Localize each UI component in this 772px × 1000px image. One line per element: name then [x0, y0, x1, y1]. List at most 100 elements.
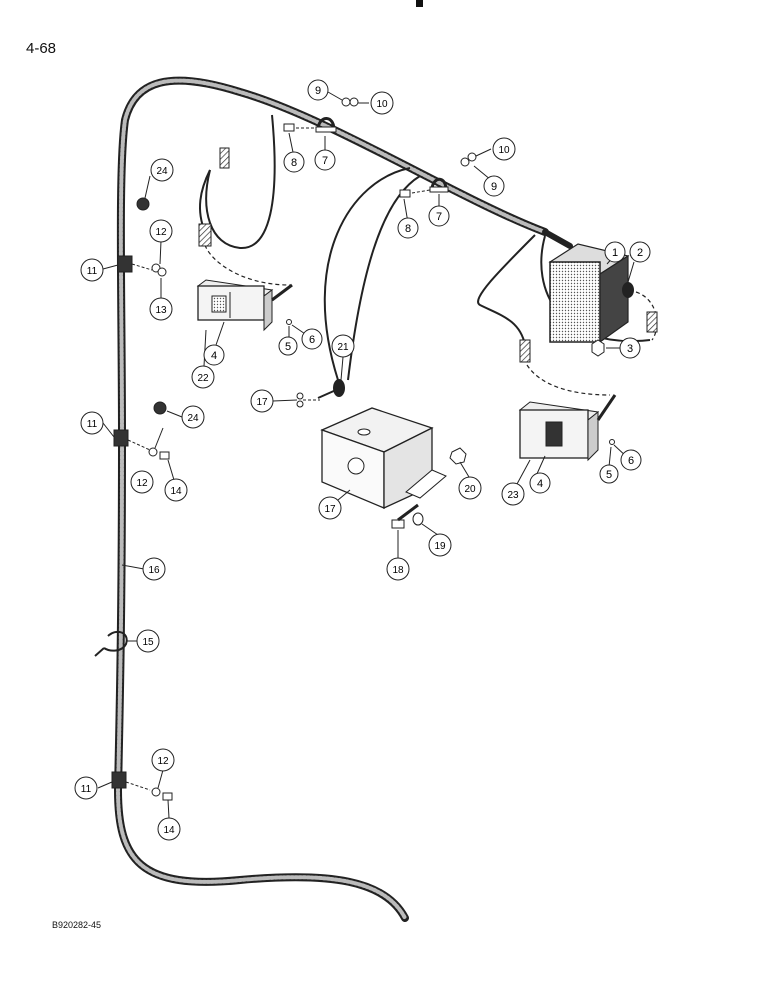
lamp-grommet [622, 282, 634, 298]
svg-text:20: 20 [464, 484, 476, 495]
callout-3: 3 [619, 337, 641, 359]
svg-text:11: 11 [87, 266, 98, 277]
harness-clamp-middle [399, 177, 449, 198]
svg-text:11: 11 [81, 784, 92, 795]
svg-text:4: 4 [537, 478, 543, 490]
callout-11-upper: 11 [80, 258, 104, 282]
svg-text:8: 8 [405, 223, 411, 235]
callout-22: 22 [191, 365, 215, 389]
callout-9-upper: 9 [307, 79, 329, 101]
callout-10-middle: 10 [492, 137, 516, 161]
bracket-washer [412, 512, 424, 526]
svg-text:12: 12 [157, 756, 169, 767]
svg-text:9: 9 [491, 181, 497, 193]
branch-wire-left-light [205, 114, 276, 250]
callout-14-middle: 14 [164, 478, 188, 502]
bracket-nut [449, 447, 467, 465]
callout-12-lower: 12 [151, 748, 175, 772]
callout-7-middle: 7 [428, 205, 450, 227]
svg-text:7: 7 [322, 155, 328, 167]
hardware-side-lower [151, 787, 173, 801]
callout-11-lower: 11 [74, 776, 98, 800]
callout-6-left: 6 [301, 328, 323, 350]
svg-text:6: 6 [309, 334, 315, 346]
svg-text:24: 24 [156, 166, 168, 177]
mounting-bracket [320, 407, 447, 510]
svg-text:13: 13 [155, 305, 167, 316]
branch-wire-right [477, 234, 536, 346]
bracket-grommet [317, 379, 345, 399]
branch-wire-center [323, 167, 411, 381]
callout-17-bolts: 17 [250, 389, 274, 413]
lamp-nut [591, 339, 605, 357]
callout-5-left: 5 [278, 336, 298, 356]
connector-plug-right [519, 311, 658, 363]
svg-text:5: 5 [606, 469, 612, 481]
hardware-side-middle [148, 401, 170, 460]
callout-23: 23 [501, 482, 525, 506]
svg-text:8: 8 [291, 157, 297, 169]
callout-4-right: 4 [529, 472, 551, 494]
hardware-top-nuts [341, 97, 477, 167]
left-tail-lamp [196, 279, 293, 332]
callout-2: 2 [629, 241, 651, 263]
callout-12-upper: 12 [149, 219, 173, 243]
bracket-bolt [391, 503, 419, 529]
svg-text:24: 24 [187, 413, 199, 424]
svg-text:2: 2 [637, 247, 643, 259]
svg-text:17: 17 [256, 397, 268, 408]
cable-tie [94, 630, 128, 657]
callout-12-middle: 12 [130, 470, 154, 494]
svg-text:9: 9 [315, 85, 321, 97]
svg-text:22: 22 [197, 373, 209, 384]
callout-18: 18 [386, 557, 410, 581]
bracket-small-bolts [296, 392, 320, 408]
callout-1: 1 [604, 241, 626, 263]
lamp-screws [286, 319, 615, 445]
svg-text:12: 12 [136, 478, 148, 489]
svg-text:14: 14 [170, 486, 182, 497]
svg-text:10: 10 [498, 145, 510, 156]
side-clamp-upper [117, 255, 153, 273]
page-header-fragment [416, 0, 423, 7]
svg-text:4: 4 [211, 350, 217, 362]
callout-5-right: 5 [599, 464, 619, 484]
svg-text:19: 19 [434, 541, 446, 552]
svg-text:11: 11 [87, 419, 98, 430]
svg-text:1: 1 [612, 247, 618, 259]
svg-text:21: 21 [337, 342, 349, 353]
svg-text:10: 10 [376, 99, 388, 110]
callout-19: 19 [428, 533, 452, 557]
side-clamp-lower [111, 771, 151, 791]
svg-text:3: 3 [627, 343, 633, 355]
callout-20: 20 [458, 476, 482, 500]
right-tail-lamp [518, 394, 617, 462]
svg-text:16: 16 [148, 565, 160, 576]
svg-text:12: 12 [155, 227, 167, 238]
callout-15: 15 [136, 629, 160, 653]
page-number: 4-68 [26, 40, 57, 57]
svg-text:15: 15 [142, 637, 154, 648]
svg-text:17: 17 [324, 504, 336, 515]
harness-clamp-upper [283, 117, 337, 133]
callout-6-right: 6 [620, 449, 642, 471]
connector-plug-left [198, 147, 230, 247]
callout-8-middle: 8 [397, 217, 419, 239]
callout-10-upper: 10 [370, 91, 394, 115]
callout-16: 16 [142, 557, 166, 581]
callout-24-upper: 24 [150, 158, 174, 182]
hardware-side-upper [136, 197, 167, 277]
svg-text:14: 14 [163, 825, 175, 836]
callout-17-bracket: 17 [318, 496, 342, 520]
callout-7-upper: 7 [314, 149, 336, 171]
callout-21: 21 [331, 334, 355, 358]
svg-text:23: 23 [507, 490, 519, 501]
svg-text:18: 18 [392, 565, 404, 576]
figure-code: B920282-45 [52, 920, 102, 930]
svg-text:6: 6 [628, 455, 634, 467]
callout-13: 13 [149, 297, 173, 321]
callout-9-middle: 9 [483, 175, 505, 197]
side-clamp-middle [113, 429, 151, 451]
callout-8-upper: 8 [283, 151, 305, 173]
